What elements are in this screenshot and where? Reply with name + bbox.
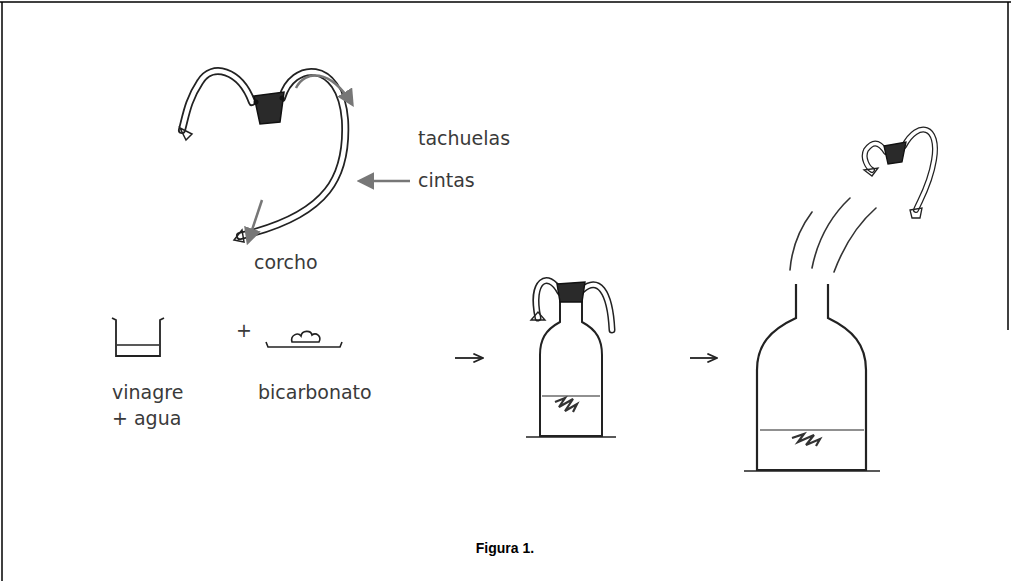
plus-sign: +	[236, 318, 252, 344]
part-label: cintas	[418, 168, 475, 194]
part-label: corcho	[254, 250, 318, 276]
figure-caption: Figura 1.	[476, 540, 534, 556]
baking-soda	[266, 331, 342, 347]
bottle-closed	[526, 280, 616, 437]
ingredient-label: bicarbonato	[258, 380, 372, 406]
ingredient-label: vinagre + agua	[112, 380, 204, 431]
beaker	[112, 318, 164, 356]
process-arrow	[455, 357, 716, 359]
part-label: tachuelas	[418, 126, 510, 152]
bottle-open	[744, 130, 935, 471]
cork-assembly	[180, 71, 410, 242]
